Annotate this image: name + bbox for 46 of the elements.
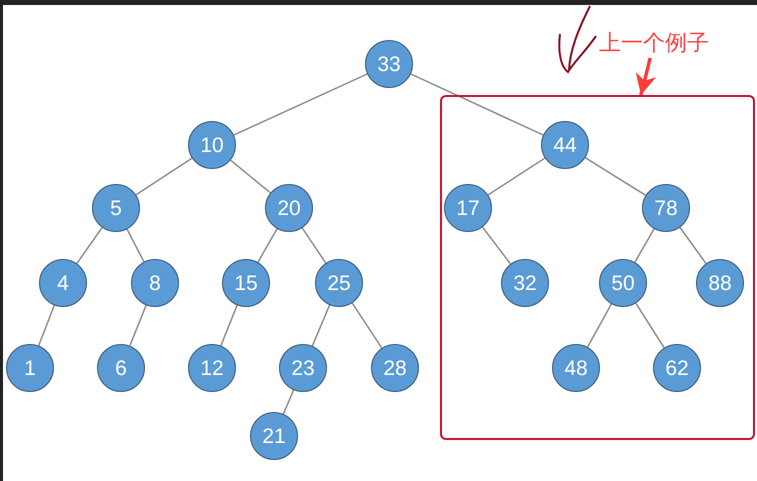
tree-node-circle: 6 [97, 344, 145, 392]
outline-box [440, 95, 755, 440]
tree-node-circle: 5 [92, 184, 140, 232]
tree-node-circle: 44 [541, 121, 589, 169]
tree-branch-line [586, 304, 612, 348]
tree-branch-line [230, 160, 271, 194]
tree-branch-line [233, 73, 368, 136]
tree-node-circle: 48 [552, 344, 600, 392]
tree-branch-line [282, 390, 294, 414]
tree-node-circle: 25 [315, 259, 363, 307]
tree-branch-line [220, 305, 238, 346]
tree-node-circle: 33 [365, 40, 413, 88]
tree-branch-line [76, 227, 103, 264]
tree-node-circle: 32 [501, 259, 549, 307]
tree-branch-line [126, 228, 145, 262]
tree-node-circle: 1 [6, 344, 54, 392]
tree-branch-line [635, 302, 665, 348]
tree-node-circle: 28 [371, 344, 419, 392]
tree-node-circle: 17 [444, 184, 492, 232]
tree-node-circle: 23 [279, 344, 327, 392]
tree-node-circle: 8 [131, 259, 179, 307]
tree-branch-line [129, 305, 147, 346]
tree-node-circle: 78 [642, 184, 690, 232]
arrow [636, 58, 656, 96]
tree-branch-line [38, 305, 55, 346]
tree-branch-line [679, 227, 707, 264]
tree-branch-line [136, 158, 192, 196]
annotation-text: 上一个例子 [599, 30, 709, 58]
tree-branch-line [634, 228, 655, 263]
tree-node-circle: 20 [265, 184, 313, 232]
tree-branch-line [410, 73, 544, 136]
tree-branch-line [302, 228, 326, 264]
tree-node-circle: 88 [696, 259, 744, 307]
tree-branch-line [482, 226, 512, 264]
tree-branch-line [352, 302, 382, 348]
tree-node-circle: 4 [39, 259, 87, 307]
tree-branch-line [488, 157, 546, 196]
tree-branch-line [257, 228, 278, 263]
tree-node-circle: 62 [653, 344, 701, 392]
tree-node-circle: 15 [222, 259, 270, 307]
tree-node-circle: 12 [188, 344, 236, 392]
tree-node-circle: 21 [250, 412, 298, 460]
tree-node-circle: 50 [599, 259, 647, 307]
tree-node-circle: 10 [188, 121, 236, 169]
tree-branch-line [585, 157, 646, 196]
tree-branch-line [312, 304, 330, 346]
